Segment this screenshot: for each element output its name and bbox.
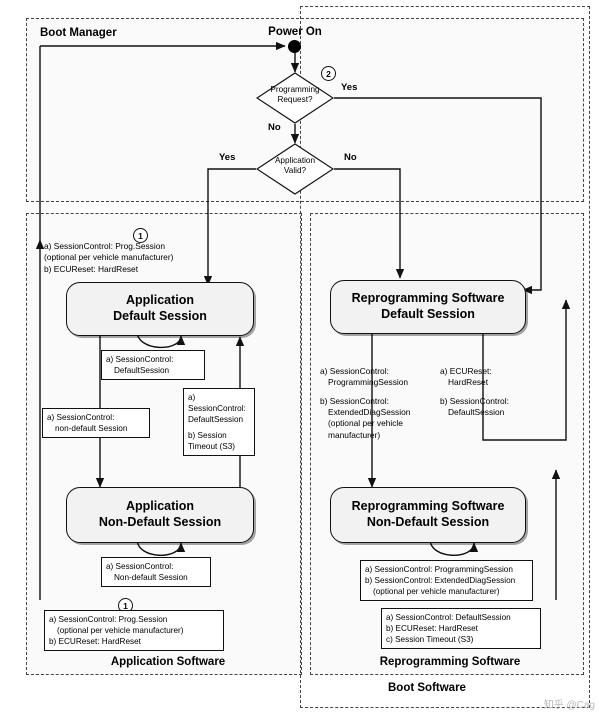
note-app-entry-b: b) ECUReset: HardReset	[44, 263, 139, 274]
repro-default-line2: Default Session	[381, 307, 475, 321]
note-app-entry: a) SessionControl: Prog.Session (optiona…	[44, 241, 224, 275]
note-repro-to-nondefault-b: b) SessionControl:	[320, 395, 389, 406]
region-application-software-title: Application Software	[110, 656, 226, 668]
note-app-to-nondefault: a) SessionControl: non-default Session	[42, 408, 150, 439]
note-repro-self-nondefault-a: a) SessionControl: ProgrammingSession	[365, 565, 513, 574]
repro-nondefault-line2: Non-Default Session	[366, 515, 490, 529]
note-app-exit-b: b) ECUReset: HardReset	[49, 637, 141, 647]
note-repro-exit-b: b) ECUReset: HardReset	[386, 624, 478, 634]
note-app-back-default-b: b) Session	[188, 431, 227, 441]
decision-programming-line2: Request?	[277, 95, 313, 105]
app-nondefault-line2: Non-Default Session	[98, 515, 222, 529]
state-application-non-default-session[interactable]: Application Non-Default Session	[66, 487, 254, 543]
region-boot-software-title: Boot Software	[388, 682, 466, 694]
note-repro-to-nondefault-b2: ExtendedDiagSession	[328, 407, 411, 418]
decision-application-line2: Valid?	[283, 166, 307, 176]
region-boot-software	[300, 6, 590, 708]
state-reprogramming-default-session[interactable]: Reprogramming Software Default Session	[330, 280, 526, 334]
note-repro-to-nondefault: a) SessionControl: ProgrammingSession b)…	[320, 366, 430, 441]
repro-default-line1: Reprogramming Software	[351, 291, 505, 306]
note-app-to-nondefault-a2: non-default Session	[55, 424, 128, 434]
note-app-self-default: a) SessionControl: DefaultSession	[101, 350, 205, 381]
note-repro-reset: a) ECUReset: HardReset b) SessionControl…	[440, 366, 536, 418]
power-on-node	[288, 40, 301, 53]
note-app-self-nondefault-a2: Non-default Session	[114, 573, 188, 583]
note-repro-self-nondefault: a) SessionControl: ProgrammingSession b)…	[360, 560, 533, 602]
note-repro-exit-a: a) SessionControl: DefaultSession	[386, 613, 511, 622]
note-repro-self-nondefault-b: b) SessionControl: ExtendedDiagSession	[365, 576, 516, 586]
note-repro-to-nondefault-b4: manufacturer)	[328, 429, 381, 440]
repro-nondefault-line1: Reprogramming Software	[351, 499, 505, 514]
note-app-self-nondefault-a: a) SessionControl:	[106, 562, 174, 571]
note-app-back-default-a: a)	[188, 393, 196, 402]
state-application-default-session[interactable]: Application Default Session	[66, 282, 254, 336]
note-app-back-default-a3: DefaultSession	[188, 415, 244, 425]
note-app-self-default-a: a) SessionControl:	[106, 355, 174, 364]
note-app-entry-a: a) SessionControl: Prog.Session	[44, 241, 166, 251]
edge-label-yes-app: Yes	[219, 152, 236, 163]
marker-one-entry: 1	[133, 228, 148, 243]
note-app-self-default-a2: DefaultSession	[114, 366, 170, 376]
note-app-back-default-b2: Timeout (S3)	[188, 442, 236, 452]
note-repro-exit: a) SessionControl: DefaultSession b) ECU…	[381, 608, 541, 650]
note-app-self-nondefault: a) SessionControl: Non-default Session	[101, 557, 211, 588]
note-app-back-default-a2: SessionControl:	[188, 404, 246, 414]
region-reprogramming-software-title: Reprogramming Software	[379, 656, 521, 668]
app-default-line1: Application	[125, 293, 195, 308]
note-repro-reset-a2: HardReset	[448, 377, 489, 388]
note-app-exit: a) SessionControl: Prog.Session (optiona…	[44, 610, 224, 652]
watermark: 知乎 @Cag	[543, 700, 595, 711]
edge-label-no-top: No	[268, 122, 281, 133]
note-repro-exit-c: c) Session Timeout (S3)	[386, 635, 474, 645]
note-repro-to-nondefault-a: a) SessionControl:	[320, 366, 389, 376]
power-on-label: Power On	[268, 26, 322, 38]
note-repro-reset-b: b) SessionControl:	[440, 395, 509, 406]
note-app-back-default: a) SessionControl: DefaultSession b) Ses…	[183, 388, 255, 457]
note-app-entry-a2: (optional per vehicle manufacturer)	[44, 252, 174, 263]
edge-label-no-app: No	[344, 152, 357, 163]
app-nondefault-line1: Application	[125, 499, 195, 514]
region-boot-manager-title: Boot Manager	[40, 27, 117, 39]
app-default-line2: Default Session	[113, 309, 207, 323]
edge-label-yes-top: Yes	[341, 82, 358, 93]
decision-application-line1: Application	[274, 156, 316, 165]
decision-application-valid: Application Valid?	[256, 143, 334, 195]
note-repro-reset-b2: DefaultSession	[448, 407, 505, 418]
decision-programming-request: Programming Request?	[256, 72, 334, 124]
note-app-to-nondefault-a: a) SessionControl:	[47, 413, 115, 422]
state-reprogramming-non-default-session[interactable]: Reprogramming Software Non-Default Sessi…	[330, 487, 526, 543]
note-repro-reset-a: a) ECUReset:	[440, 366, 492, 376]
note-repro-self-nondefault-b2: (optional per vehicle manufacturer)	[373, 587, 500, 597]
note-repro-to-nondefault-a2: ProgrammingSession	[328, 377, 409, 388]
decision-programming-line1: Programming	[270, 85, 320, 94]
note-repro-to-nondefault-b3: (optional per vehicle	[328, 418, 403, 429]
note-app-exit-a2: (optional per vehicle manufacturer)	[57, 626, 184, 636]
note-app-exit-a: a) SessionControl: Prog.Session	[49, 615, 168, 624]
marker-two: 2	[321, 66, 336, 81]
